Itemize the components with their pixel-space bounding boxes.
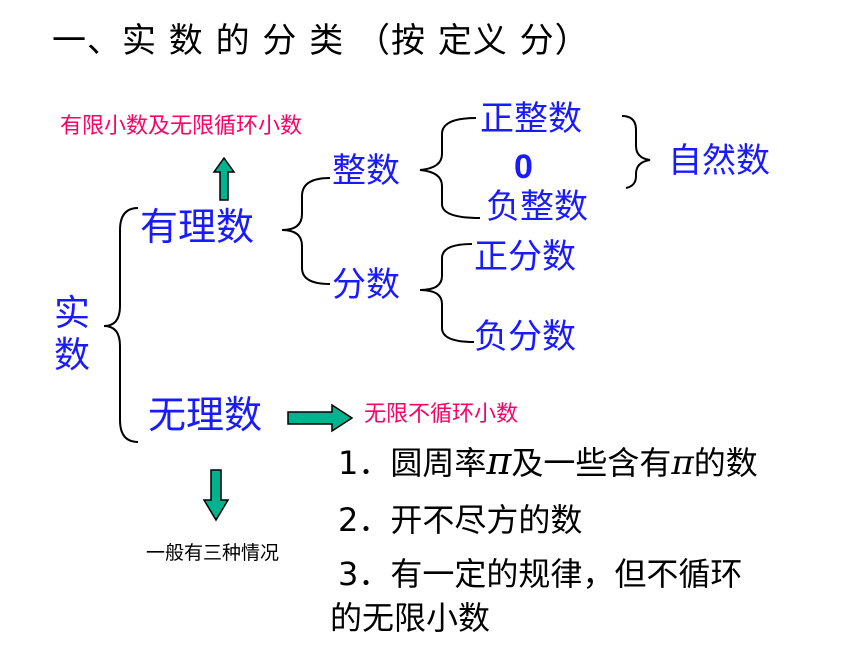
node-positive-fraction: 正分数	[474, 237, 576, 277]
node-zero: 0	[514, 148, 533, 186]
three-cases-label: 一般有三种情况	[146, 542, 280, 564]
fraction-brace	[419, 243, 475, 343]
down-arrow-icon	[202, 469, 230, 522]
integer-brace	[419, 117, 481, 219]
case-1-number: 1．	[338, 444, 391, 480]
pi-symbol-2: π	[671, 443, 694, 480]
node-irrational: 无理数	[148, 393, 263, 437]
root-real-number-char1: 实	[54, 293, 91, 334]
node-rational: 有理数	[140, 205, 255, 249]
case-3-line1: 3．有一定的规律，但不循环	[338, 555, 743, 593]
irrational-note: 无限不循环小数	[364, 402, 519, 427]
root-real-number-char2: 数	[54, 335, 91, 376]
natural-brace	[621, 115, 651, 189]
rational-brace	[281, 177, 331, 285]
pi-symbol: π	[486, 442, 512, 480]
node-negative-fraction: 负分数	[474, 317, 576, 357]
real-number-brace	[103, 207, 139, 443]
case-1-text-c: 的数	[693, 444, 758, 480]
node-positive-integer: 正整数	[480, 99, 582, 139]
up-arrow-icon	[212, 156, 236, 201]
case-1-text-b: 及一些含有	[511, 444, 672, 480]
case-1: 1．圆周率π及一些含有π的数	[338, 442, 860, 480]
node-fraction: 分数	[332, 265, 400, 305]
right-arrow-icon	[287, 403, 354, 433]
rational-note: 有限小数及无限循环小数	[60, 114, 303, 139]
page-title: 一、实 数 的 分 类 （按 定义 分）	[52, 21, 590, 61]
node-integer: 整数	[332, 151, 400, 191]
case-3-line2: 的无限小数	[330, 599, 491, 637]
node-negative-integer: 负整数	[486, 187, 588, 227]
case-2: 2．开不尽方的数	[338, 501, 583, 539]
case-1-text-a: 圆周率	[390, 444, 487, 480]
node-natural-numbers: 自然数	[668, 141, 770, 181]
